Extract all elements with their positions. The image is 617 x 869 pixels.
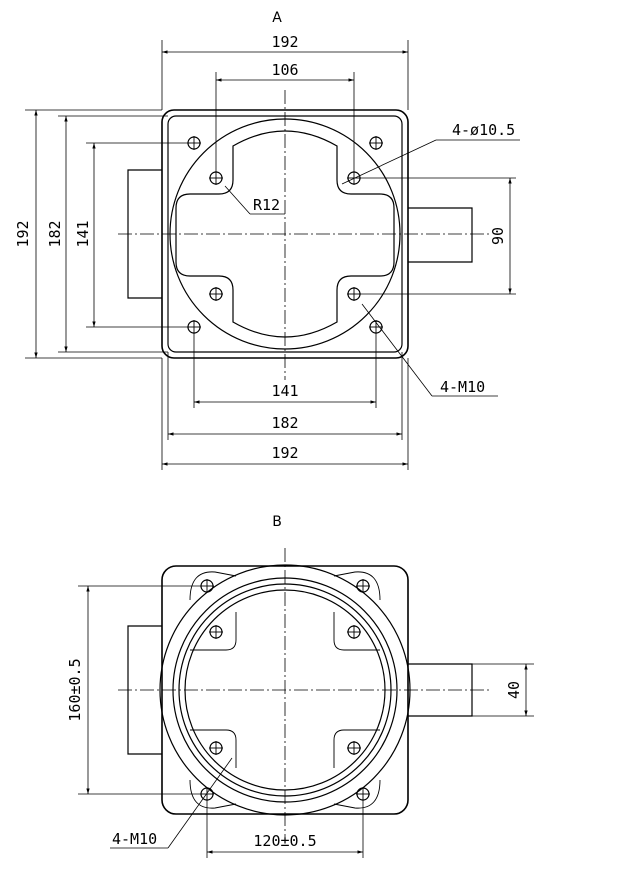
dim-a-left-182-text: 182 [46, 220, 64, 247]
dim-b-bottom-120-text: 120±0.5 [253, 832, 316, 850]
view-a-flange-circle [169, 118, 401, 350]
leader-b-threads [167, 757, 233, 849]
dim-a-top-106-text: 106 [271, 61, 298, 79]
view-a-left-boss [127, 169, 162, 299]
dim-a-bottom-141-text: 141 [271, 382, 298, 400]
leader-a-radius [224, 185, 251, 215]
dim-a-bottom-182-text: 182 [271, 414, 298, 432]
dim-b-left-160-text: 160±0.5 [66, 658, 84, 721]
view-b-inner-pockets [190, 612, 380, 768]
dim-a-right-90-text: 90 [489, 227, 507, 245]
view-b-ring-bore [184, 589, 386, 791]
dim-a-top-192-text: 192 [271, 33, 298, 51]
view-b-left-boss [127, 625, 162, 755]
view-a-body-outer [161, 109, 409, 359]
view-b-corner-holes [200, 579, 370, 801]
view-b-ring-mid [172, 577, 398, 803]
dim-a-left-192-text: 192 [14, 220, 32, 247]
view-a-cross-cavity [175, 130, 395, 338]
callout-a-radius-text: R12 [253, 196, 280, 214]
leader-a-holes [341, 139, 437, 185]
dim-a-left-141-text: 141 [74, 220, 92, 247]
callout-a-threads-text: 4-M10 [440, 378, 485, 396]
view-a-corner-holes [187, 136, 383, 334]
view-a-right-boss [408, 207, 473, 263]
view-b-body-outer [161, 565, 409, 815]
view-b: B [66, 514, 534, 858]
view-b-label: B [272, 514, 282, 530]
leader-a-threads [361, 303, 433, 397]
view-a-body-inner [167, 115, 403, 353]
view-b-corner-lugs [189, 571, 381, 809]
dim-a-bottom-192-text: 192 [271, 444, 298, 462]
view-b-ring-inner [178, 583, 392, 797]
callout-b-threads-text: 4-M10 [112, 830, 157, 848]
view-a-label: A [272, 10, 282, 26]
callout-a-holes-text: 4-ø10.5 [452, 121, 515, 139]
view-b-inner-holes [209, 625, 361, 755]
view-b-right-boss [408, 663, 473, 717]
view-a: A 192 [14, 10, 520, 470]
view-b-ring-outer [159, 564, 411, 816]
dim-b-right-40-text: 40 [505, 681, 523, 699]
